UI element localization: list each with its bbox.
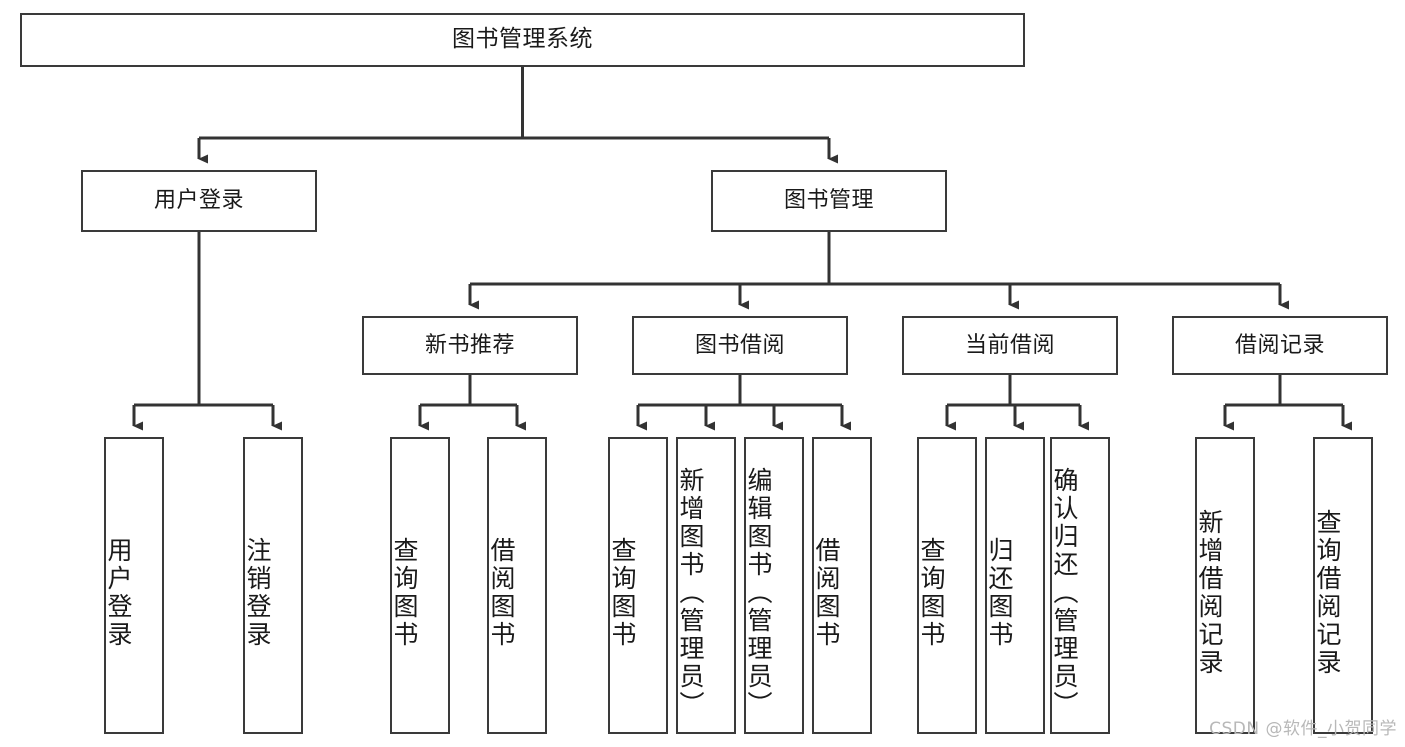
node-new-book-recommend: 新书推荐 [362,316,578,375]
node-leaf-record-add: 新增借阅记录 [1195,437,1255,734]
node-label: 借阅记录 [1234,332,1325,358]
node-borrow-record: 借阅记录 [1172,316,1388,375]
node-leaf-record-query: 查询借阅记录 [1313,437,1373,734]
node-label: 确认归还（管理员） [1050,466,1079,719]
node-user-login: 用户登录 [81,170,317,232]
node-leaf-rec-query-book: 查询图书 [390,437,450,734]
node-leaf-current-return-book: 归还图书 [985,437,1045,734]
node-label: 新书推荐 [424,332,515,358]
node-book-borrow: 图书借阅 [632,316,848,375]
node-leaf-borrow-add-book: 新增图书（管理员） [676,437,736,734]
node-label: 归还图书 [985,536,1014,649]
node-label: 用户登录 [104,536,133,649]
node-label: 编辑图书（管理员） [744,466,773,719]
node-label: 借阅图书 [487,536,516,649]
node-label: 用户登录 [153,188,244,214]
node-label: 图书管理系统 [452,26,593,53]
node-label: 注销登录 [243,536,272,649]
node-leaf-borrow-edit-book: 编辑图书（管理员） [744,437,804,734]
node-leaf-user-logout: 注销登录 [243,437,303,734]
node-leaf-borrow-query-book: 查询图书 [608,437,668,734]
node-label: 当前借阅 [964,332,1055,358]
node-label: 查询图书 [390,536,419,649]
node-label: 新增借阅记录 [1195,508,1224,677]
node-leaf-user-login: 用户登录 [104,437,164,734]
node-leaf-rec-borrow-book: 借阅图书 [487,437,547,734]
node-label: 图书借阅 [694,332,785,358]
node-label: 新增图书（管理员） [676,466,705,719]
node-book-manage: 图书管理 [711,170,947,232]
node-label: 图书管理 [783,188,874,214]
watermark: CSDN @软件_小贺同学 [1209,719,1397,739]
node-label: 借阅图书 [812,536,841,649]
node-label: 查询借阅记录 [1313,508,1342,677]
node-leaf-borrow-borrow-book: 借阅图书 [812,437,872,734]
node-label: 查询图书 [917,536,946,649]
node-root: 图书管理系统 [20,13,1025,67]
node-leaf-current-query-book: 查询图书 [917,437,977,734]
node-label: 查询图书 [608,536,637,649]
node-leaf-current-confirm-return: 确认归还（管理员） [1050,437,1110,734]
node-current-borrow: 当前借阅 [902,316,1118,375]
